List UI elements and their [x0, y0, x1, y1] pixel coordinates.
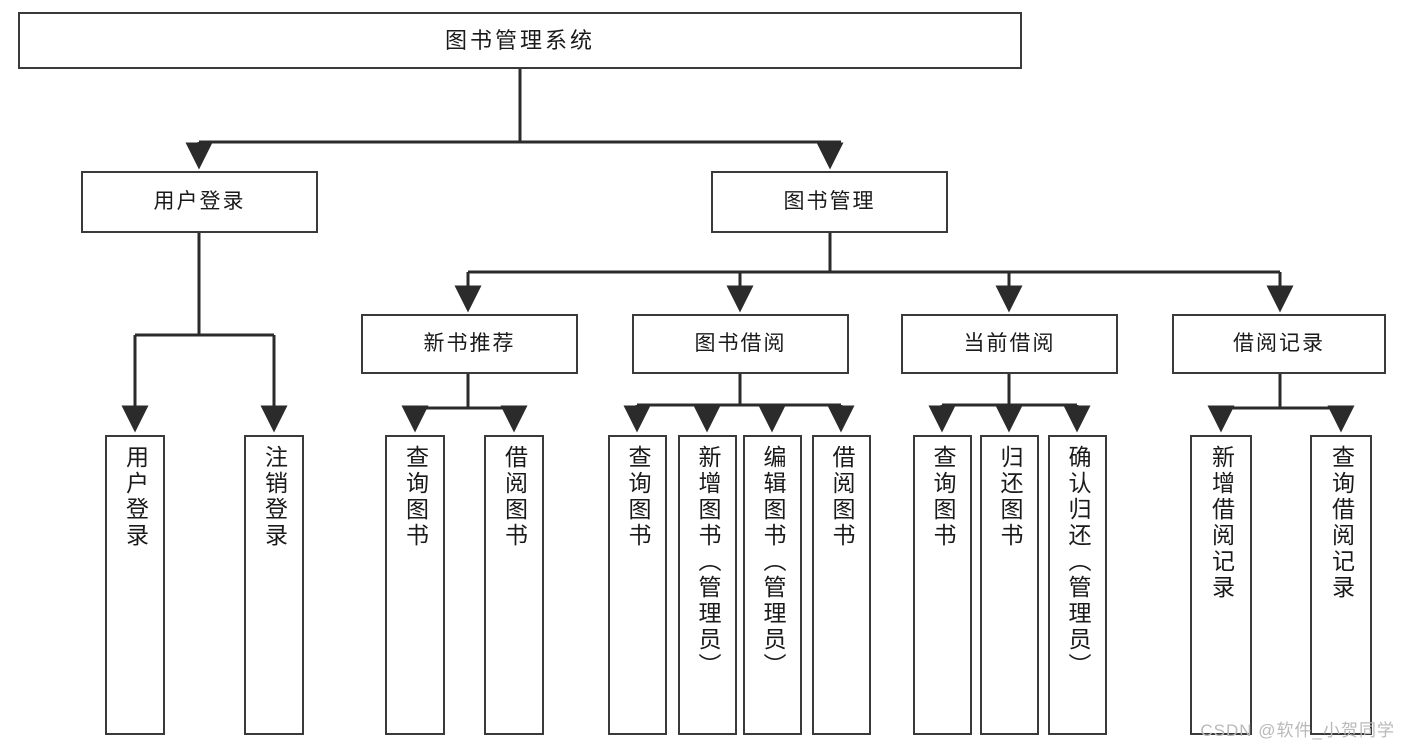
node-borrow-records-label: 借阅记录 — [1233, 331, 1325, 355]
node-current-borrow-label: 当前借阅 — [963, 331, 1056, 355]
node-book-borrow[interactable]: 图书借阅 — [632, 314, 849, 374]
leaf-return-book-label: 归还图书 — [997, 445, 1023, 549]
leaf-query-book-recommend[interactable]: 查询图书 — [385, 435, 445, 735]
leaf-return-book[interactable]: 归还图书 — [980, 435, 1039, 735]
leaf-user-login-label: 用户登录 — [122, 445, 149, 549]
leaf-confirm-return-admin-label: 确认归还（管理员） — [1065, 445, 1091, 679]
leaf-logout-label: 注销登录 — [261, 445, 288, 549]
leaf-borrow-book[interactable]: 借阅图书 — [812, 435, 871, 735]
leaf-query-book-current-label: 查询图书 — [930, 445, 956, 549]
node-current-borrow[interactable]: 当前借阅 — [901, 314, 1118, 374]
leaf-query-borrow-record[interactable]: 查询借阅记录 — [1310, 435, 1372, 735]
leaf-add-borrow-record-label: 新增借阅记录 — [1208, 445, 1235, 601]
node-root-label: 图书管理系统 — [444, 27, 595, 53]
leaf-borrow-book-label: 借阅图书 — [829, 445, 855, 549]
leaf-query-book-recommend-label: 查询图书 — [402, 445, 429, 549]
node-user-login-label: 用户登录 — [153, 189, 246, 213]
node-book-borrow-label: 图书借阅 — [694, 331, 787, 355]
leaf-borrow-book-recommend[interactable]: 借阅图书 — [484, 435, 544, 735]
node-book-management-label: 图书管理 — [783, 189, 876, 213]
leaf-query-book-borrow[interactable]: 查询图书 — [608, 435, 667, 735]
leaf-confirm-return-admin[interactable]: 确认归还（管理员） — [1048, 435, 1107, 735]
node-user-login[interactable]: 用户登录 — [81, 171, 318, 233]
leaf-query-borrow-record-label: 查询借阅记录 — [1328, 445, 1355, 601]
leaf-add-borrow-record[interactable]: 新增借阅记录 — [1190, 435, 1252, 735]
leaf-edit-book-admin[interactable]: 编辑图书（管理员） — [743, 435, 802, 735]
leaf-add-book-admin[interactable]: 新增图书（管理员） — [678, 435, 737, 735]
leaf-borrow-book-recommend-label: 借阅图书 — [501, 445, 528, 549]
leaf-add-book-admin-label: 新增图书（管理员） — [695, 445, 721, 679]
node-new-book-recommend[interactable]: 新书推荐 — [361, 314, 578, 374]
node-borrow-records[interactable]: 借阅记录 — [1172, 314, 1386, 374]
leaf-user-login[interactable]: 用户登录 — [105, 435, 165, 735]
node-root[interactable]: 图书管理系统 — [18, 12, 1022, 69]
leaf-query-book-current[interactable]: 查询图书 — [913, 435, 972, 735]
node-book-management[interactable]: 图书管理 — [711, 171, 948, 233]
leaf-logout[interactable]: 注销登录 — [244, 435, 304, 735]
csdn-watermark: CSDN @软件_小贺同学 — [1200, 721, 1395, 740]
node-new-book-recommend-label: 新书推荐 — [423, 331, 516, 355]
leaf-query-book-borrow-label: 查询图书 — [625, 445, 651, 549]
leaf-edit-book-admin-label: 编辑图书（管理员） — [760, 445, 786, 679]
